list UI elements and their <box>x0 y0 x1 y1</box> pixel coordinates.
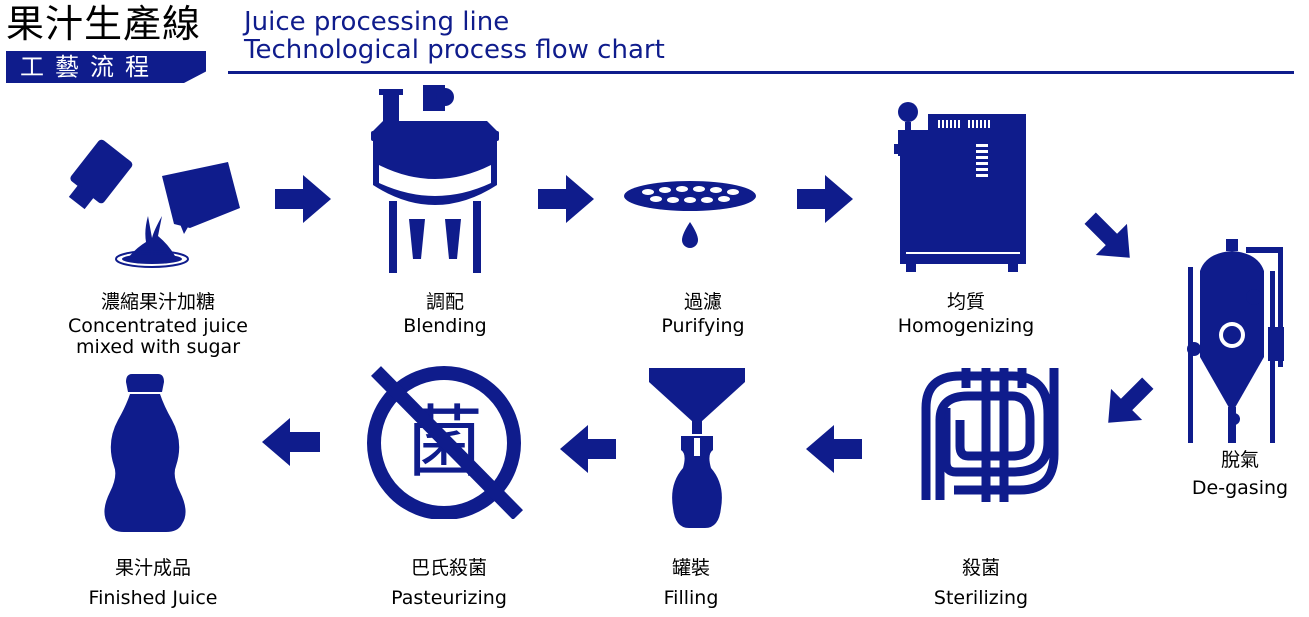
homogenizer-icon <box>894 102 1026 272</box>
step-label-purifying: 過濾 Purifying <box>661 290 744 338</box>
step-label-cn: 濃縮果汁加糖 <box>100 291 215 313</box>
blending-tank-icon <box>371 85 499 273</box>
step-label-cn: 果汁成品 <box>114 557 191 579</box>
step-label-pasteurizing: 巴氏殺菌 Pasteurizing <box>391 556 507 610</box>
step-label-en-line2: mixed with sugar <box>75 336 241 358</box>
step-label-concentrated-juice: 濃縮果汁加糖 Concentrated juice mixed with sug… <box>68 290 248 359</box>
title-chinese: 果汁生產線 <box>6 2 202 46</box>
step-label-filling: 罐裝 Filling <box>664 556 719 610</box>
pouring-juice-icon <box>68 139 240 268</box>
step-label-en: De-gasing <box>1191 477 1289 499</box>
step-label-sterilizing: 殺菌 Sterilizing <box>934 556 1028 610</box>
step-label-en: Homogenizing <box>897 315 1035 337</box>
step-label-cn: 脫氣 <box>1220 449 1260 471</box>
title-english-line2: Technological process flow chart <box>244 35 665 65</box>
step-label-en: Concentrated juice <box>68 315 248 337</box>
step-label-en: Purifying <box>661 315 745 337</box>
arrow-left-icon <box>262 418 320 466</box>
filter-disc-icon <box>624 181 756 248</box>
step-label-cn: 均質 <box>946 291 986 313</box>
step-label-homogenizing: 均質 Homogenizing <box>898 290 1034 338</box>
degasing-tower-icon <box>1187 239 1284 443</box>
step-label-degasing: 脫氣 De-gasing <box>1192 448 1288 500</box>
step-label-finished-juice: 果汁成品 Finished Juice <box>89 556 218 610</box>
sterilizing-coil-icon <box>921 368 1059 502</box>
arrow-down-right-icon <box>1084 212 1130 258</box>
arrow-right-icon <box>797 175 853 223</box>
step-label-blending: 調配 Blending <box>403 290 487 338</box>
title-english-line1: Juice processing line <box>244 7 510 37</box>
subtitle-banner: 工藝流程 <box>6 51 206 83</box>
arrow-right-icon <box>275 175 331 223</box>
step-label-cn: 巴氏殺菌 <box>410 557 487 579</box>
no-bacteria-icon: 菌 <box>367 366 523 519</box>
step-label-cn: 過濾 <box>683 291 722 313</box>
step-label-en: Filling <box>663 587 719 609</box>
step-label-en: Blending <box>403 315 487 337</box>
step-label-en: Pasteurizing <box>391 587 507 609</box>
arrow-left-icon <box>560 425 616 473</box>
juice-bottle-icon <box>104 374 186 532</box>
step-label-cn: 殺菌 <box>961 557 1001 579</box>
step-label-cn: 調配 <box>425 291 464 313</box>
step-label-en: Finished Juice <box>88 587 218 609</box>
step-label-cn: 罐裝 <box>671 557 711 579</box>
step-label-en: Sterilizing <box>933 587 1029 609</box>
filling-funnel-icon <box>649 368 745 528</box>
arrow-left-icon <box>806 425 862 473</box>
arrow-right-icon <box>538 175 594 223</box>
arrow-down-left-icon <box>1108 377 1154 423</box>
title-divider <box>228 71 1294 74</box>
